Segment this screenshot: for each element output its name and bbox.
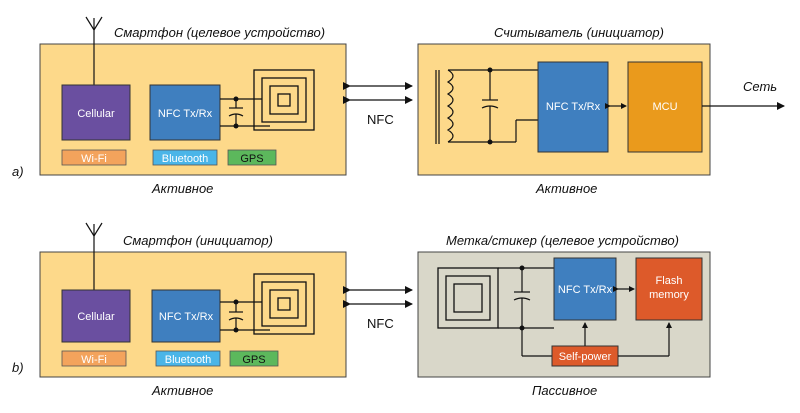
antenna-icon — [85, 222, 103, 290]
coil-antenna-icon — [248, 69, 315, 131]
nfc-txrx-box-right — [537, 61, 609, 153]
smartphone-a-mode: Активное — [151, 181, 213, 196]
panel-a: Смартфон (целевое устройство) Cellular N… — [12, 16, 785, 196]
nfc-txrx-label-left: NFC Tx/Rx — [159, 311, 214, 323]
wifi-chip — [61, 149, 127, 166]
bluetooth-chip — [152, 149, 218, 166]
bluetooth-chip — [155, 350, 221, 367]
tag-capacitor-icon — [513, 268, 552, 357]
nfc-txrx-label-left: NFC Tx/Rx — [158, 108, 213, 120]
flash-memory-label-line2: memory — [649, 289, 689, 301]
smartphone-b-mode: Активное — [151, 383, 213, 398]
self-power-label: Self-power — [559, 351, 612, 363]
nfc-txrx-box-left — [149, 84, 221, 141]
flash-memory-box — [635, 257, 703, 321]
nfc-txrx-label-right: NFC Tx/Rx — [546, 101, 601, 113]
wifi-label: Wi-Fi — [81, 354, 107, 366]
row-label-b: b) — [12, 360, 24, 375]
tag-mode: Пассивное — [532, 383, 597, 398]
nfc-link-arrows-a — [343, 82, 413, 104]
mcu-label: MCU — [652, 101, 677, 113]
gps-label: GPS — [240, 153, 263, 165]
network-label: Сеть — [743, 79, 777, 94]
reader-title: Считыватель (инициатор) — [494, 25, 664, 40]
cellular-box — [61, 84, 131, 141]
tag-title: Метка/стикер (целевое устройство) — [446, 233, 679, 248]
wifi-label: Wi-Fi — [81, 153, 107, 165]
gps-chip — [227, 149, 277, 166]
gps-chip — [229, 350, 279, 367]
transformer-icon — [435, 69, 538, 144]
panel-b: Смартфон (инициатор) Cellular NFC Tx/Rx … — [12, 222, 711, 398]
nfc-txrx-box-left — [151, 289, 221, 343]
self-power-arrows — [582, 322, 672, 357]
row-label-a: a) — [12, 164, 24, 179]
cellular-label: Cellular — [77, 311, 115, 323]
smartphone-a-title: Смартфон (целевое устройство) — [114, 25, 325, 40]
antenna-icon — [85, 16, 103, 85]
reader-mode: Активное — [535, 181, 597, 196]
coil-antenna-icon — [248, 273, 315, 335]
smartphone-b-title: Смартфон (инициатор) — [123, 233, 273, 248]
bluetooth-label: Bluetooth — [165, 354, 211, 366]
cellular-label: Cellular — [77, 108, 115, 120]
nfc-link-label-b: NFC — [367, 316, 394, 331]
flash-memory-label-line1: Flash — [656, 275, 683, 287]
tag-coil-icon — [437, 267, 554, 329]
cellular-box — [61, 289, 131, 343]
wifi-chip — [61, 350, 127, 367]
nfc-txrx-label-tag: NFC Tx/Rx — [558, 284, 613, 296]
nfc-link-label-a: NFC — [367, 112, 394, 127]
bluetooth-label: Bluetooth — [162, 153, 208, 165]
nfc-link-arrows-b — [343, 286, 413, 308]
gps-label: GPS — [242, 354, 265, 366]
mcu-box — [627, 61, 703, 153]
